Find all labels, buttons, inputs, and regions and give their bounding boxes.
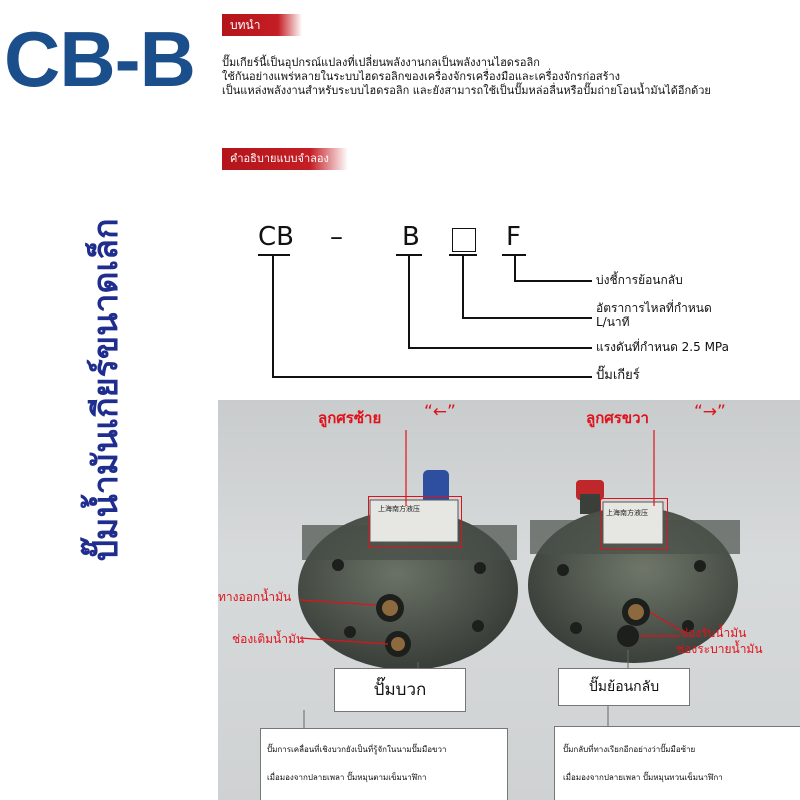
right-pump-bolt-1 [557, 564, 569, 576]
vertical-product-title-text: ปั๊มน้ำมันเกียร์ขนาดเล็ก [86, 218, 126, 562]
right-nameplate-text: 上海南方液压 [606, 509, 648, 517]
right-pump-nameplate [602, 501, 664, 545]
reverse-pump-desc-2: เมื่อมองจากปลายเพลา ปั๊มหมุนทวนเข็มนาฬิก… [563, 773, 723, 782]
intro-tag: บทนำ [222, 14, 302, 36]
right-pump-bolt-3 [570, 622, 582, 634]
pump-photo: ลูกศรซ้าย “←” ลูกศรขวา “→” 上海南方液压 上海南方液压… [218, 400, 800, 800]
model-dash: – [330, 222, 343, 252]
intro-line-3: เป็นแหล่งพลังงานสำหรับระบบไฮดรอลิก และยั… [222, 84, 711, 97]
right-pump-bolt-2 [694, 560, 706, 572]
reverse-pump-desc-box: ปั๊มกลับที่ทางเรียกอีกอย่างว่าปั๊มมือซ้า… [554, 726, 800, 800]
leader-b-vertical [408, 255, 410, 347]
pump-illustration [298, 430, 740, 730]
leader-f-vertical [514, 255, 516, 280]
right-drain-label: ช่องระบายน้ำมัน [676, 642, 763, 656]
model-part-f: F [506, 222, 521, 252]
underline-f [502, 254, 526, 256]
leader-f-horizontal [514, 280, 592, 282]
label-reverse: บ่งชี้การย้อนกลับ [596, 273, 683, 287]
reverse-pump-title-box: ปั๊มย้อนกลับ [558, 668, 690, 706]
underline-cb [258, 254, 290, 256]
intro-line-2: ใช้กันอย่างแพร่หลายในระบบไฮดรอลิกของเครื… [222, 70, 621, 83]
left-pump-bolt-1 [332, 559, 344, 571]
intro-text: ปั๊มเกียร์นี้เป็นอุปกรณ์แปลงที่เปลี่ยนพล… [222, 56, 711, 98]
positive-pump-desc-1: ปั๊มการเคลื่อนที่เชิงบวกยังเป็นที่รู้จัก… [267, 745, 447, 754]
right-pump [528, 480, 740, 663]
right-nameplate-highlight [600, 498, 668, 550]
left-outlet-label: ทางออกน้ำมัน [218, 590, 292, 604]
left-nameplate-text: 上海南方液压 [378, 505, 420, 513]
left-pump-nameplate [369, 499, 459, 543]
left-outlet-leader [299, 599, 377, 606]
right-pump-bolt-4 [682, 620, 694, 632]
underline-b [396, 254, 422, 256]
left-pump-bolt-2 [474, 562, 486, 574]
left-arrow-symbol: “←” [424, 402, 456, 422]
right-inlet-label: ช่องรับน้ำมัน [680, 626, 747, 640]
vertical-product-title: ปั๊มน้ำมันเกียร์ขนาดเล็ก [60, 130, 150, 650]
model-part-b: B [402, 222, 420, 252]
left-pump-bolt-3 [344, 626, 356, 638]
reverse-pump-desc-1: ปั๊มกลับที่ทางเรียกอีกอย่างว่าปั๊มมือซ้า… [563, 745, 696, 754]
label-gear-pump: ปั๊มเกียร์ [596, 368, 640, 383]
right-pump-cap-base [580, 494, 600, 514]
right-arrow-symbol: “→” [694, 402, 726, 422]
model-flow-placeholder-box [452, 228, 476, 252]
positive-pump-title-box: ปั๊มบวก [334, 668, 466, 712]
leader-cb-horizontal [272, 376, 592, 378]
positive-pump-desc-2: เมื่อมองจากปลายเพลา ปั๊มหมุนตามเข็มนาฬิก… [267, 773, 427, 782]
right-arrow-label: ลูกศรขวา [586, 409, 649, 427]
left-pump-inlet-fitting [391, 637, 405, 651]
model-tag: คำอธิบายแบบจำลอง [222, 148, 348, 170]
left-inlet-leader [299, 637, 389, 645]
leader-b-horizontal [408, 347, 592, 349]
intro-line-1: ปั๊มเกียร์นี้เป็นอุปกรณ์แปลงที่เปลี่ยนพล… [222, 56, 540, 69]
right-pump-inlet-fitting [628, 604, 644, 620]
left-nameplate-highlight [368, 496, 462, 548]
leader-box-horizontal [462, 317, 592, 319]
right-inlet-leader [649, 611, 681, 631]
underline-box [449, 254, 477, 256]
brand-title: CB-B [4, 15, 196, 103]
left-inlet-label: ช่องเติมน้ำมัน [232, 632, 305, 646]
left-pump-bolt-4 [472, 620, 484, 632]
left-pump-outlet-fitting [382, 600, 398, 616]
label-flow: อัตราการไหลที่กำหนด [596, 301, 712, 315]
positive-pump-desc-box: ปั๊มการเคลื่อนที่เชิงบวกยังเป็นที่รู้จัก… [260, 728, 508, 800]
left-pump [298, 470, 518, 670]
right-pump-drain-port [617, 625, 639, 647]
label-pressure: แรงดันที่กำหนด 2.5 MPa [596, 340, 729, 354]
leader-box-vertical [462, 255, 464, 317]
leader-cb-vertical [272, 255, 274, 376]
label-flow-unit: L/นาที [596, 315, 630, 329]
reverse-pump-title: ปั๊มย้อนกลับ [588, 679, 660, 695]
model-part-cb: CB [258, 222, 294, 252]
positive-pump-title: ปั๊มบวก [373, 680, 427, 700]
left-arrow-label: ลูกศรซ้าย [318, 409, 382, 427]
